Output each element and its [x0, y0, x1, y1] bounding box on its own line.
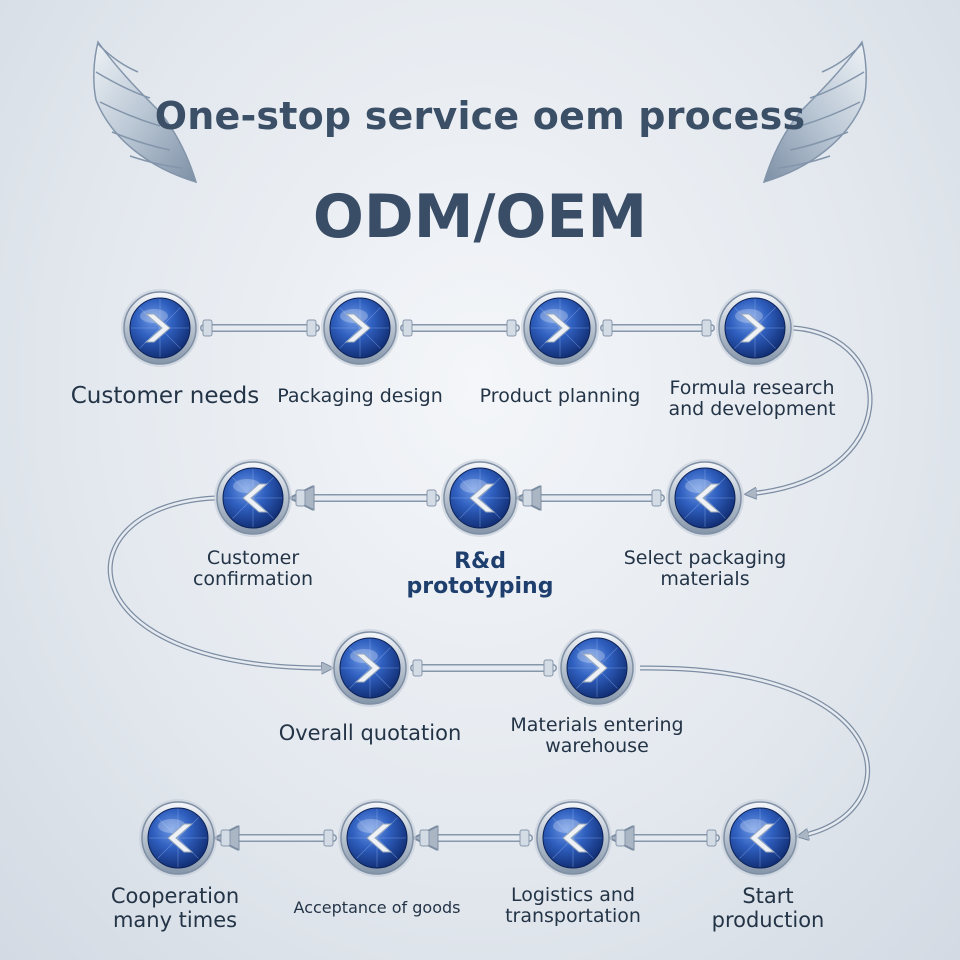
- step-node-4: [716, 289, 794, 367]
- step-label-5: Select packaging materials: [623, 547, 787, 591]
- connector-10-11: [420, 830, 533, 846]
- step-label-4: Formula research and development: [668, 377, 836, 421]
- chevron-right-icon: [739, 313, 766, 343]
- connector-6-7: [107, 495, 330, 668]
- step-node-5: [666, 459, 744, 537]
- chevron-left-icon: [749, 823, 776, 853]
- connector-2-3: [600, 319, 715, 337]
- chevron-left-icon: [242, 483, 269, 513]
- chevron-right-icon: [544, 313, 571, 343]
- step-label-13: Cooperation many times: [110, 884, 240, 932]
- step-node-3: [521, 289, 599, 367]
- wing-left-icon: [93, 40, 198, 184]
- connector-7-8: [410, 659, 557, 677]
- step-node-7: [214, 459, 292, 537]
- step-node-2: [321, 289, 399, 367]
- chevron-right-icon: [344, 313, 371, 343]
- step-node-1: [121, 289, 199, 367]
- step-label-11: Logistics and transportation: [505, 884, 641, 928]
- step-label-1: Customer needs: [70, 383, 260, 409]
- connector-1-2: [400, 319, 520, 337]
- wing-right-icon: [762, 40, 867, 184]
- chevron-left-icon: [694, 483, 721, 513]
- step-label-10: Start production: [711, 884, 825, 932]
- connector-3-4: [748, 325, 873, 494]
- step-label-8: Overall quotation: [278, 721, 462, 745]
- step-node-13: [139, 799, 217, 877]
- step-label-2: Packaging design: [277, 385, 443, 407]
- connector-11-12: [221, 830, 337, 846]
- chevron-left-icon: [366, 823, 393, 853]
- step-node-9: [558, 629, 636, 707]
- page-title: One-stop service oem process: [154, 94, 806, 138]
- chevron-left-icon: [562, 823, 589, 853]
- chevron-right-icon: [144, 313, 171, 343]
- connector-4-5: [523, 490, 665, 506]
- connector-0-1: [200, 319, 320, 337]
- step-label-7: Customer confirmation: [192, 547, 314, 591]
- step-node-12: [338, 799, 416, 877]
- connector-5-6: [296, 490, 440, 506]
- step-node-11: [534, 799, 612, 877]
- step-label-9: Materials entering warehouse: [510, 714, 684, 758]
- step-node-6: [441, 459, 519, 537]
- page-subtitle: ODM/OEM: [312, 182, 648, 252]
- step-node-10: [721, 799, 799, 877]
- step-label-6: R&d prototyping: [406, 549, 554, 599]
- step-node-8: [331, 629, 409, 707]
- chevron-left-icon: [167, 823, 194, 853]
- chevron-left-icon: [469, 483, 496, 513]
- step-label-3: Product planning: [479, 385, 641, 407]
- connector-9-10: [616, 830, 720, 846]
- chevron-right-icon: [581, 653, 608, 683]
- chevron-right-icon: [354, 653, 381, 683]
- step-label-12: Acceptance of goods: [293, 898, 461, 917]
- connector-8-9: [639, 665, 871, 836]
